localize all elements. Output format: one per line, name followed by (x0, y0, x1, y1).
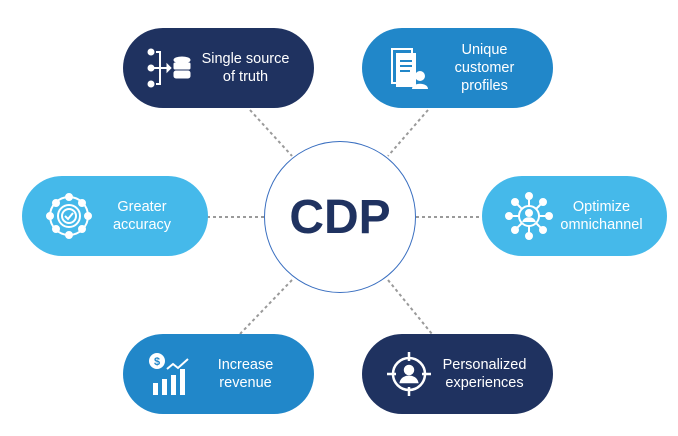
node-label: of truth (222, 69, 269, 85)
center-label: CDP (289, 190, 391, 244)
cdp-center-circle: CDP (264, 141, 416, 293)
node-increase-revenue: $ Increase revenue (123, 334, 314, 414)
target-user-icon (384, 349, 434, 399)
connector (239, 279, 293, 335)
user-network-icon (504, 191, 554, 241)
connector (387, 279, 433, 335)
revenue-chart-icon: $ (145, 349, 195, 399)
svg-text:$: $ (154, 356, 160, 368)
node-label: omnichannel (560, 217, 643, 233)
gear-check-icon (44, 191, 94, 241)
node-single-source-of-truth: Single source of truth (123, 28, 314, 108)
node-optimize-omnichannel: Optimize omnichannel (482, 176, 667, 256)
node-unique-customer-profiles: Unique customer profiles (362, 28, 553, 108)
node-label: Greater (117, 199, 167, 215)
connector (387, 109, 429, 157)
node-personalized-experiences: Personalized experiences (362, 334, 553, 414)
connector (249, 109, 293, 157)
node-greater-accuracy: Greater accuracy (22, 176, 208, 256)
data-merge-database-icon (145, 43, 195, 93)
node-label: accuracy (112, 217, 172, 233)
node-label: profiles (461, 78, 508, 94)
documents-profile-icon (384, 43, 434, 93)
node-label: Increase (217, 357, 274, 373)
node-label: Single source (201, 51, 290, 67)
node-label: Personalized (442, 357, 527, 373)
node-label: experiences (445, 375, 524, 391)
node-label: revenue (219, 375, 272, 391)
node-label: Optimize (572, 199, 631, 215)
node-label: Unique customer (454, 42, 515, 76)
